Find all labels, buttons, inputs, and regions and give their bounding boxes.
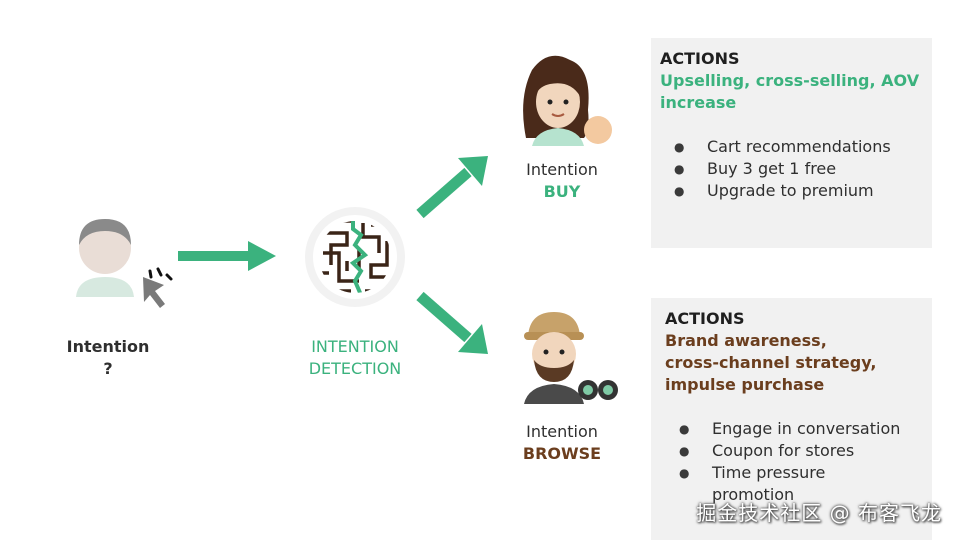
arrow-down-right-icon <box>416 291 488 354</box>
browse-actions-goal-line3: impulse purchase <box>665 375 825 394</box>
arrow-right-icon <box>178 241 276 271</box>
buy-intention-label: Intention <box>526 160 598 179</box>
browse-actions-panel: ACTIONS Brand awareness, cross-channel s… <box>651 298 932 540</box>
list-item: Buy 3 get 1 free <box>660 158 932 180</box>
buy-intention-value: BUY <box>543 182 581 201</box>
detection-label-line2: DETECTION <box>308 359 402 378</box>
list-item: Time pressure promotion <box>665 462 832 506</box>
arrow-up-right-icon <box>416 156 488 219</box>
list-item: Coupon for stores <box>665 440 932 462</box>
buy-actions-list: Cart recommendations Buy 3 get 1 free Up… <box>660 136 932 202</box>
browse-actions-title: ACTIONS <box>665 309 745 328</box>
browse-actions-goal-line2: cross-channel strategy, <box>665 353 877 372</box>
browse-actions-goal-line1: Brand awareness, <box>665 331 827 350</box>
watermark: 掘金技术社区 @ 布客飞龙 <box>696 501 942 525</box>
browse-intention-label: Intention <box>526 422 598 441</box>
buy-actions-panel: ACTIONS Upselling, cross-selling, AOV in… <box>651 38 932 248</box>
detection-label-line1: INTENTION <box>311 337 399 356</box>
unknown-intention-value: ? <box>103 359 113 378</box>
maze-icon <box>305 207 405 307</box>
list-item: Cart recommendations <box>660 136 932 158</box>
browse-intention-value: BROWSE <box>522 444 602 463</box>
woman-shopper-icon <box>523 55 612 146</box>
browse-actions-list: Engage in conversation Coupon for stores… <box>665 418 932 506</box>
man-binoculars-icon <box>524 312 618 404</box>
user-cursor-icon <box>76 219 173 308</box>
list-item: Upgrade to premium <box>660 180 932 202</box>
unknown-intention-label: Intention <box>66 337 150 356</box>
buy-actions-title: ACTIONS <box>660 49 740 68</box>
list-item: Engage in conversation <box>665 418 932 440</box>
buy-actions-goal: Upselling, cross-selling, AOV increase <box>660 71 920 112</box>
